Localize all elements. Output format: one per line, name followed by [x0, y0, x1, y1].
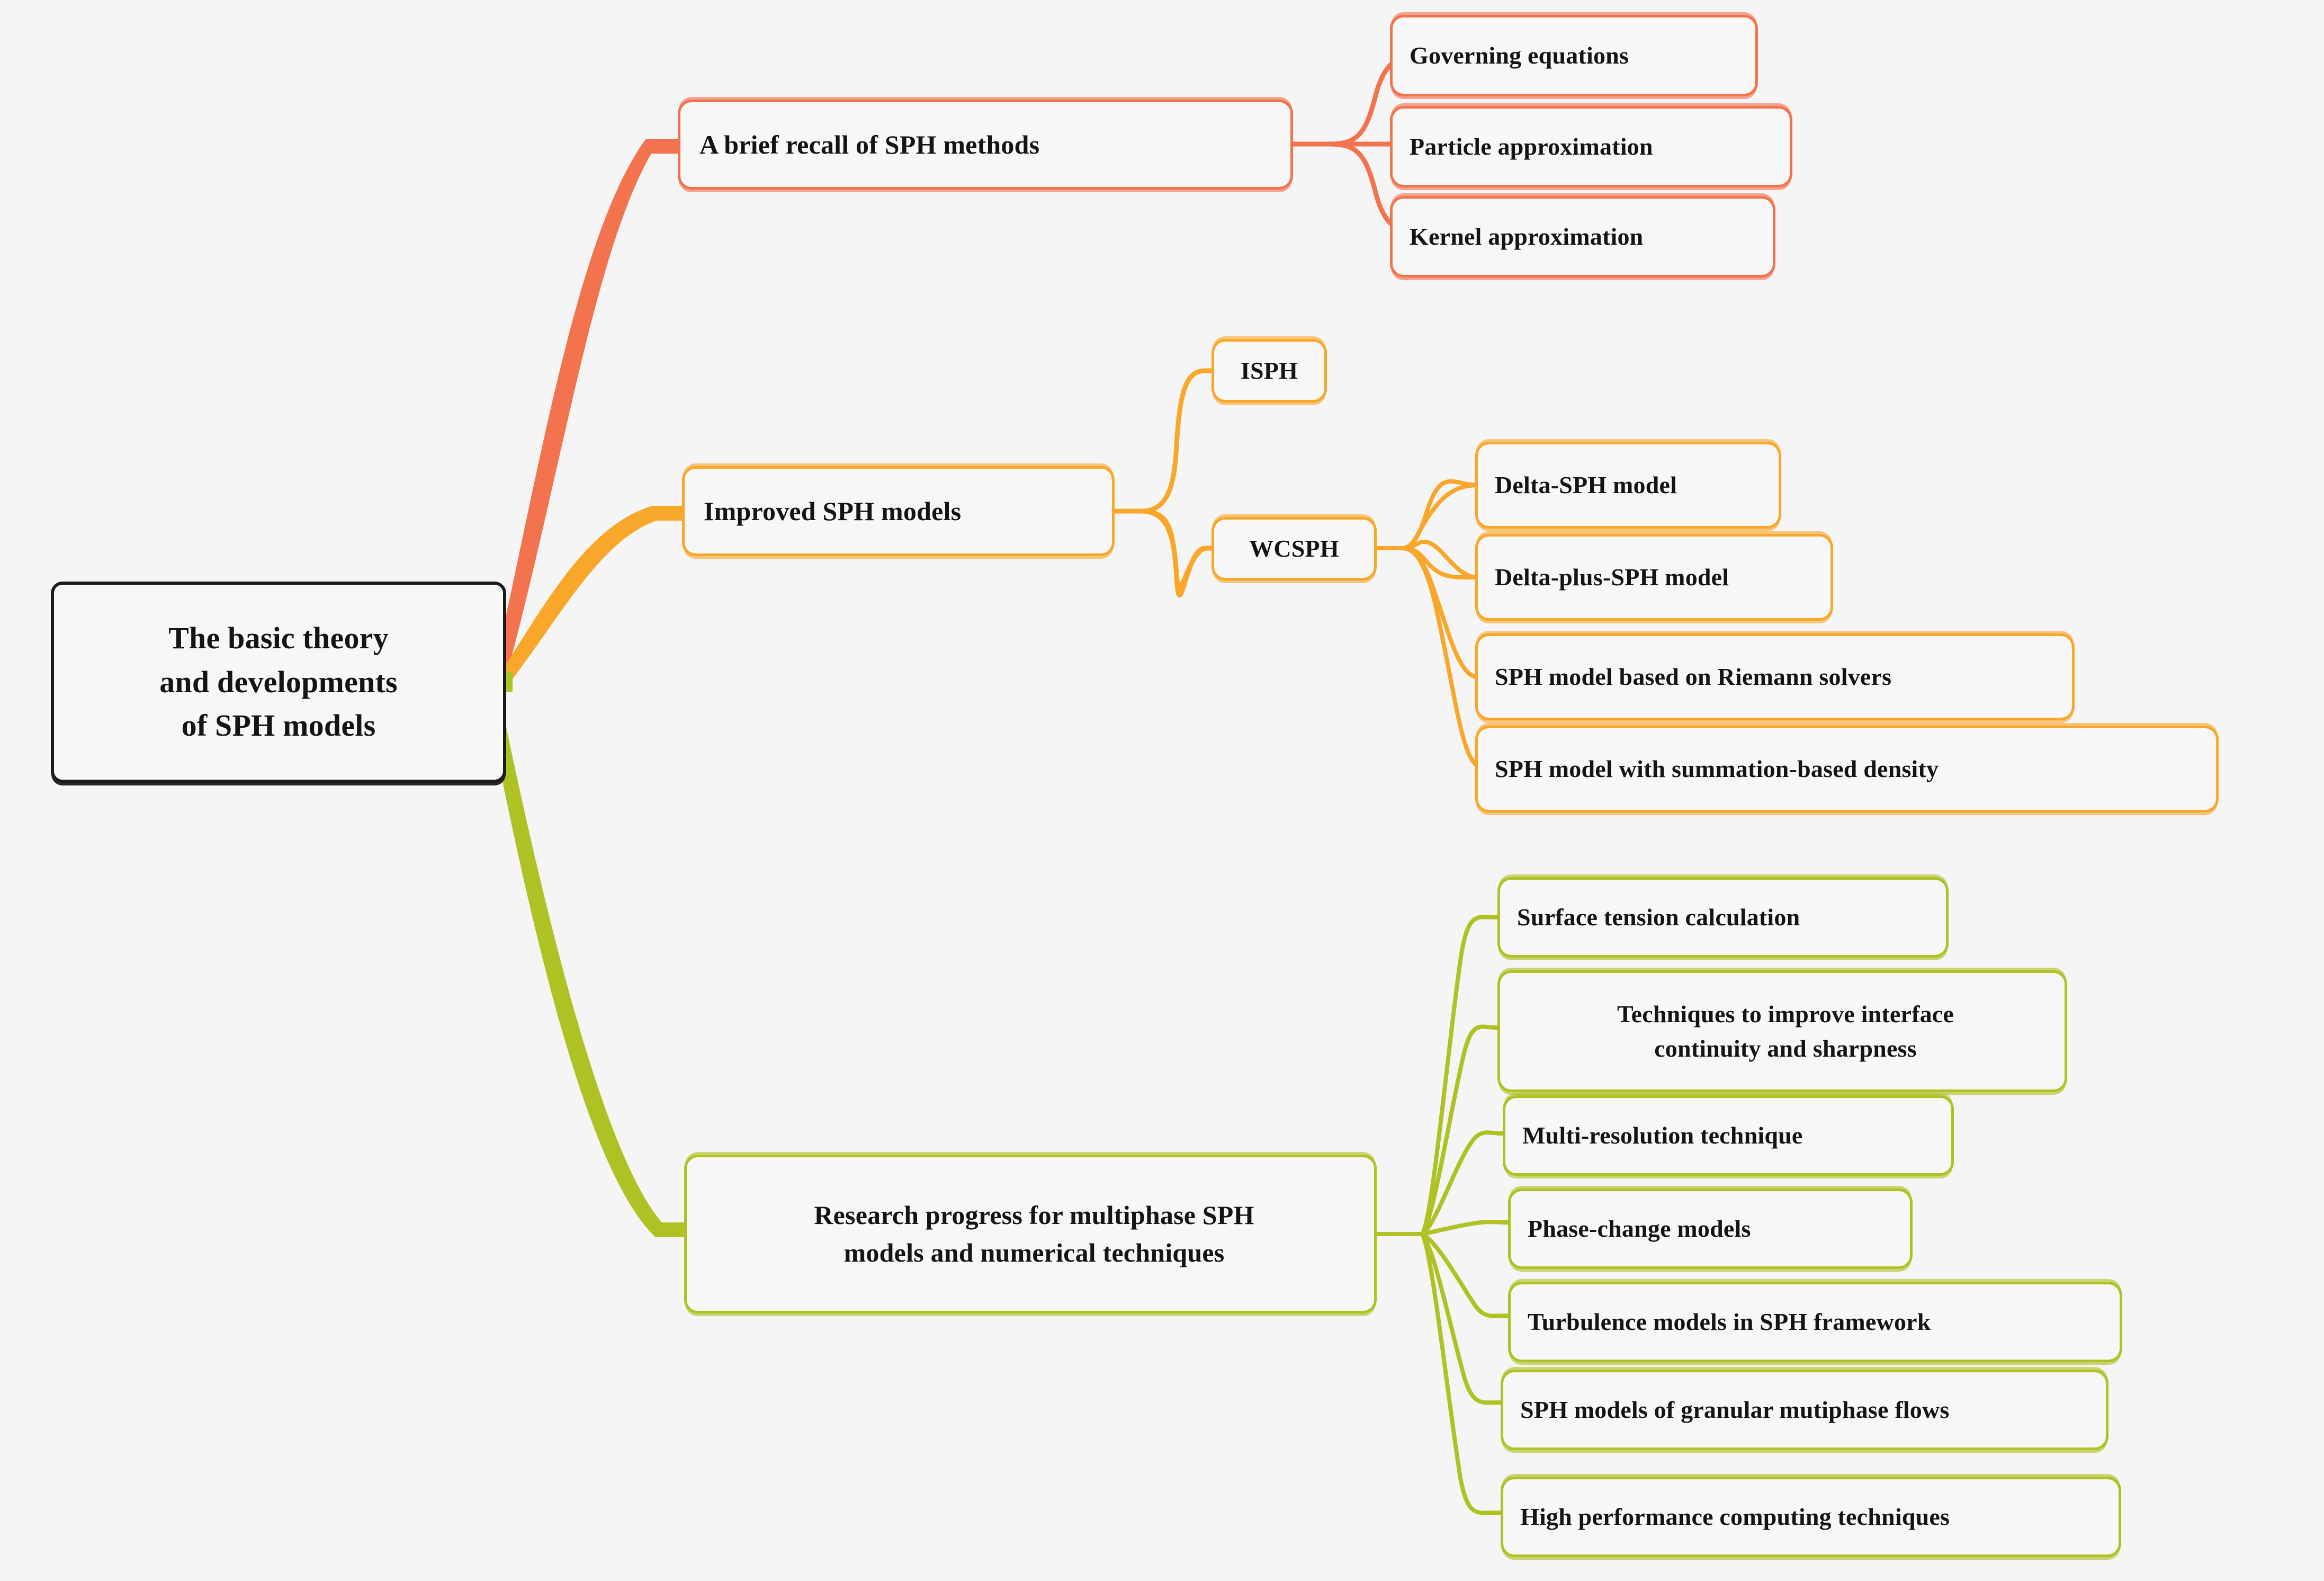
node-isph[interactable]: ISPH — [1212, 339, 1327, 403]
node-sph-riemann-solvers-label: SPH model based on Riemann solvers — [1495, 663, 1892, 691]
node-sph-summation-density[interactable]: SPH model with summation-based density — [1475, 726, 2219, 812]
edge-root-to-research-progress — [483, 676, 684, 1237]
node-improved-sph-models[interactable]: Improved SPH models — [682, 466, 1115, 556]
edge-root-to-brief-recall — [491, 139, 679, 689]
node-turbulence-models-label: Turbulence models in SPH framework — [1528, 1308, 1931, 1336]
edge-research-to-multires — [1420, 1130, 1510, 1236]
node-delta-plus-sph-model[interactable]: Delta-plus-SPH model — [1475, 534, 1833, 621]
node-research-progress-line-2: models and numerical techniques — [844, 1238, 1225, 1267]
node-surface-tension-calculation-label: Surface tension calculation — [1517, 904, 1800, 931]
edge-wcsph-to-delta — [1375, 483, 1485, 550]
root-node-label: The basic theory and developments of SPH… — [54, 617, 503, 747]
edge-research-to-phase-change — [1420, 1220, 1514, 1236]
edge-research-to-techniques — [1420, 1024, 1505, 1236]
node-delta-sph-model-label: Delta-SPH model — [1495, 471, 1677, 499]
edge-improved-to-isph — [1112, 368, 1221, 514]
node-particle-approximation-label: Particle approximation — [1410, 133, 1653, 160]
node-governing-equations-label: Governing equations — [1410, 42, 1629, 69]
node-kernel-approximation-label: Kernel approximation — [1410, 223, 1644, 251]
edge-root-to-improved-models — [492, 506, 683, 691]
edge-research-to-hpc — [1420, 1232, 1504, 1515]
node-wcsph-label: WCSPH — [1249, 535, 1339, 562]
edge-wcsph-to-riemann — [1375, 546, 1485, 679]
edge-wcsph-to-delta-plus — [1375, 540, 1485, 579]
node-multi-resolution-technique[interactable]: Multi-resolution technique — [1503, 1095, 1954, 1176]
edge-research-to-turbulence — [1420, 1232, 1513, 1318]
root-node[interactable]: The basic theory and developments of SPH… — [51, 582, 506, 783]
node-granular-multiphase-flows[interactable]: SPH models of granular mutiphase flows — [1501, 1370, 2108, 1450]
node-particle-approximation[interactable]: Particle approximation — [1390, 106, 1792, 187]
node-research-progress-line-1: Research progress for multiphase SPH — [814, 1200, 1254, 1230]
root-label-line-1: The basic theory — [168, 621, 389, 656]
node-phase-change-models-label: Phase-change models — [1528, 1215, 1751, 1243]
edge-wcsph-fan-upper2 — [1400, 546, 1480, 580]
node-techniques-interface-line-2: continuity and sharpness — [1654, 1035, 1917, 1062]
edge-research-to-surface-tension — [1420, 915, 1505, 1236]
node-sph-summation-density-label: SPH model with summation-based density — [1495, 755, 1939, 783]
node-research-progress-label: Research progress for multiphase SPH mod… — [687, 1196, 1374, 1272]
edge-wcsph-to-summation — [1375, 546, 1489, 769]
node-sph-riemann-solvers[interactable]: SPH model based on Riemann solvers — [1475, 633, 2075, 720]
edge-improved-to-wcsph — [1112, 508, 1221, 597]
root-label-line-3: of SPH models — [181, 708, 376, 743]
node-techniques-interface[interactable]: Techniques to improve interface continui… — [1497, 970, 2067, 1092]
node-wcsph[interactable]: WCSPH — [1212, 517, 1377, 580]
node-brief-recall-label: A brief recall of SPH methods — [699, 129, 1040, 159]
node-phase-change-models[interactable]: Phase-change models — [1508, 1189, 1913, 1269]
node-surface-tension-calculation[interactable]: Surface tension calculation — [1497, 877, 1949, 958]
node-delta-plus-sph-model-label: Delta-plus-SPH model — [1495, 564, 1729, 591]
node-delta-sph-model[interactable]: Delta-SPH model — [1475, 442, 1781, 529]
node-brief-recall[interactable]: A brief recall of SPH methods — [678, 100, 1293, 190]
node-kernel-approximation[interactable]: Kernel approximation — [1390, 196, 1775, 278]
edge-wcsph-fan-upper — [1400, 479, 1480, 550]
node-multi-resolution-technique-label: Multi-resolution technique — [1522, 1122, 1803, 1149]
node-high-performance-computing-label: High performance computing techniques — [1520, 1503, 1950, 1531]
node-governing-equations[interactable]: Governing equations — [1390, 15, 1758, 96]
node-turbulence-models[interactable]: Turbulence models in SPH framework — [1508, 1282, 2122, 1362]
node-high-performance-computing[interactable]: High performance computing techniques — [1501, 1477, 2121, 1557]
node-granular-multiphase-flows-label: SPH models of granular mutiphase flows — [1520, 1396, 1950, 1424]
node-improved-sph-models-label: Improved SPH models — [704, 496, 962, 526]
node-research-progress[interactable]: Research progress for multiphase SPH mod… — [684, 1155, 1377, 1314]
root-label-line-2: and developments — [159, 664, 398, 699]
edge-improved-to-wcsph-curve — [1138, 508, 1210, 590]
edge-research-to-granular — [1420, 1232, 1506, 1405]
node-techniques-interface-line-1: Techniques to improve interface — [1617, 1000, 1954, 1028]
node-techniques-interface-label: Techniques to improve interface continui… — [1500, 997, 2065, 1066]
node-isph-label: ISPH — [1240, 357, 1298, 385]
